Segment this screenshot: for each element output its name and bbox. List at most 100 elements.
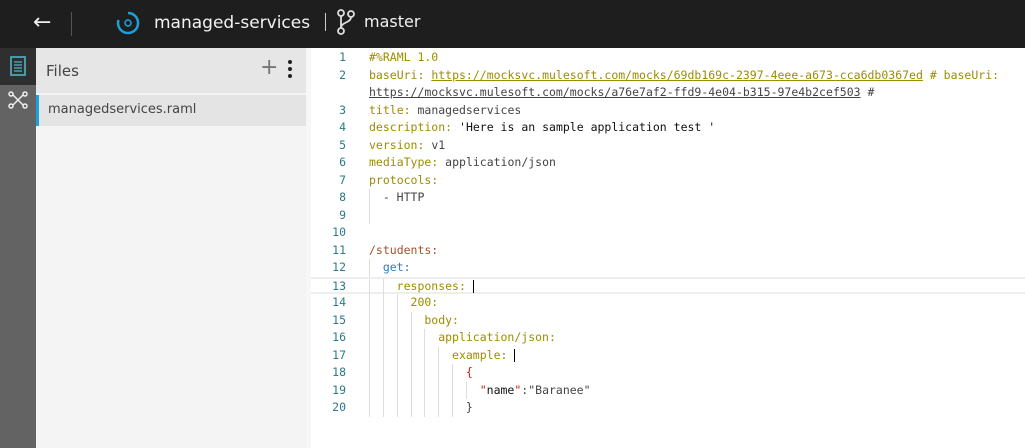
code-text: 200:	[411, 294, 439, 312]
code-line[interactable]: 9	[311, 206, 1025, 224]
top-bar: ← managed-services master	[0, 0, 1025, 48]
code-text: mediaType: application/json	[369, 154, 556, 172]
code-line[interactable]: 11/students:	[311, 242, 1025, 260]
code-token: v1	[431, 137, 446, 152]
code-token: # baseUri:	[922, 67, 1000, 82]
code-token: get:	[382, 260, 411, 274]
file-item[interactable]: managedservices.raml	[36, 95, 306, 126]
indent-guide	[369, 294, 370, 312]
line-number: 18	[332, 365, 346, 379]
indent-guide	[424, 329, 426, 347]
line-number: 7	[339, 172, 346, 187]
line-number: 16	[332, 330, 346, 344]
indent-guide	[369, 399, 370, 417]
indent-guide	[410, 381, 412, 399]
indent-guide	[369, 329, 370, 347]
indent-guide	[438, 381, 440, 399]
code-token: #%RAML 1.0	[369, 50, 439, 64]
line-number: 12	[332, 260, 346, 274]
code-text: example:	[452, 347, 516, 365]
code-line[interactable]: 4 description: 'Here is an sample applica…	[311, 119, 1025, 137]
indent-guide	[396, 329, 398, 347]
divider	[71, 12, 72, 36]
indent-guide	[382, 364, 384, 382]
code-text: /students:	[369, 242, 438, 260]
line-number: 17	[332, 347, 346, 362]
line-number: 20	[332, 400, 346, 414]
code-token: name	[486, 382, 515, 397]
code-line[interactable]: 7 protocols:	[311, 172, 1025, 190]
code-token: "	[479, 382, 487, 397]
code-token: #	[860, 85, 875, 99]
code-text: }	[466, 399, 473, 417]
code-line[interactable]: 20}	[311, 399, 1025, 417]
divider	[325, 13, 326, 31]
indent-guide	[369, 311, 370, 329]
code-text: responses:	[397, 279, 474, 293]
indent-guide	[410, 346, 412, 364]
files-panel: Files + managedservices.raml	[36, 48, 306, 448]
files-view-button[interactable]	[0, 48, 36, 85]
code-text: body:	[424, 312, 459, 330]
code-line[interactable]: 10	[311, 224, 1025, 242]
line-number: 14	[332, 295, 346, 309]
code-line[interactable]: 13 responses:	[311, 276, 1025, 296]
code-line[interactable]: 14 200:	[311, 294, 1025, 312]
back-arrow-icon[interactable]: ←	[33, 10, 52, 35]
indent-guide	[369, 278, 370, 296]
line-number: 4	[339, 120, 346, 134]
code-token: title:	[369, 102, 418, 117]
code-text: https://mocksvc.mulesoft.com/mocks/a76e7…	[369, 84, 874, 102]
code-token: protocols:	[369, 172, 439, 187]
indent-guide	[424, 381, 426, 399]
code-line[interactable]: https://mocksvc.mulesoft.com/mocks/a76e7…	[311, 84, 1025, 102]
more-vertical-icon[interactable]	[284, 60, 296, 80]
code-line[interactable]: 18 {	[311, 364, 1025, 382]
code-text: title: managedservices	[369, 102, 521, 120]
code-token: managedservices	[417, 102, 522, 117]
api-graph-button[interactable]	[0, 85, 36, 115]
code-token: responses:	[396, 278, 473, 293]
line-number: 19	[332, 382, 346, 397]
code-line[interactable]: 19 "name":"Baranee"	[311, 381, 1025, 400]
line-number: 8	[339, 190, 346, 204]
indent-guide	[382, 399, 384, 417]
code-text: "name":"Baranee"	[480, 382, 591, 400]
code-line[interactable]: 17 example:	[311, 346, 1025, 365]
line-number: 13	[332, 278, 346, 293]
project-name[interactable]: managed-services	[154, 13, 311, 33]
indent-guide	[465, 381, 467, 399]
activity-bar	[0, 48, 36, 448]
code-text: description: 'Here is an sample applicat…	[369, 119, 715, 137]
indent-guide	[369, 364, 370, 382]
code-token: application/json	[445, 155, 556, 169]
plus-icon[interactable]: +	[260, 55, 279, 80]
code-line[interactable]: 12 get:	[311, 259, 1025, 277]
line-number: 9	[339, 207, 346, 222]
indent-guide	[396, 346, 398, 364]
code-line[interactable]: 1#%RAML 1.0	[311, 49, 1025, 67]
line-number: 15	[332, 312, 346, 327]
code-token: 200:	[410, 295, 439, 309]
code-link[interactable]: https://mocksvc.mulesoft.com/mocks/69db1…	[431, 67, 923, 82]
code-token: {	[465, 365, 473, 379]
code-token: }	[465, 400, 473, 414]
git-branch-icon	[337, 9, 355, 35]
indent-guide	[424, 364, 426, 382]
indent-guide	[369, 206, 370, 224]
code-link[interactable]: https://mocksvc.mulesoft.com/mocks/a76e7…	[369, 85, 861, 99]
code-token: example:	[452, 347, 515, 362]
code-line[interactable]: 15 body:	[311, 311, 1025, 330]
branch-name[interactable]: master	[364, 12, 421, 31]
code-line[interactable]: 8- HTTP	[311, 189, 1025, 207]
indent-guide	[424, 346, 426, 364]
splitter[interactable]	[306, 48, 311, 448]
code-token: 'Here is an sample application test '	[459, 120, 716, 134]
line-number: 2	[339, 67, 346, 82]
